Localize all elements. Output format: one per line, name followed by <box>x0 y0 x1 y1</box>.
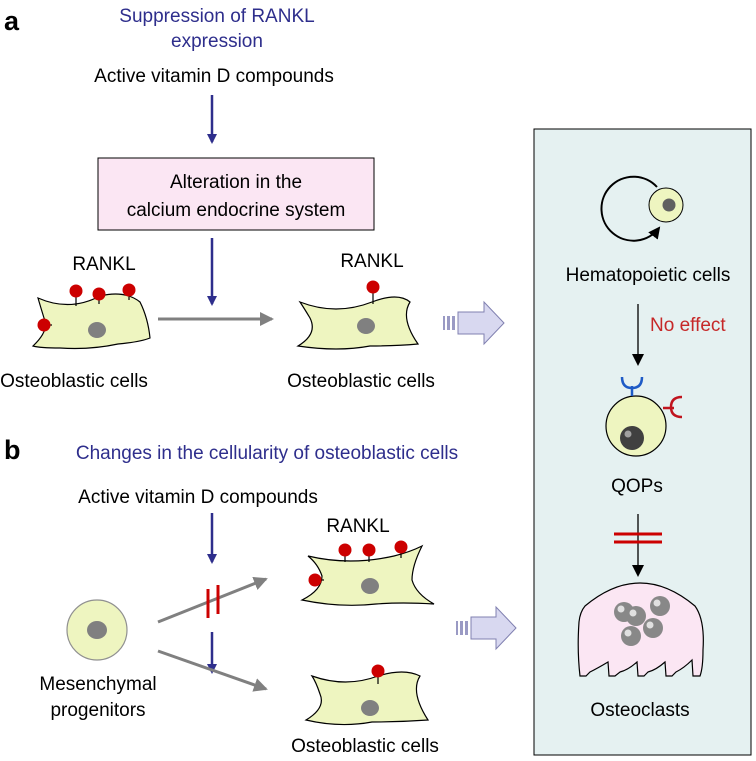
osteoclast-nucleus <box>650 596 670 616</box>
panel-b-letter: b <box>4 435 21 465</box>
panel-a-cells-right: Osteoblastic cells <box>287 371 435 392</box>
differentiation-arrow-up <box>157 576 268 624</box>
osteoblast-cell-low-rankl-b <box>304 664 430 726</box>
osteoblast-cell-high-rankl-b <box>300 540 435 606</box>
no-effect-label: No effect <box>650 315 726 336</box>
panel-b-block-arrow <box>456 605 517 651</box>
panel-a-block-arrow <box>443 300 505 346</box>
rankl-marker <box>122 283 136 300</box>
panel-a-heading-line1: Suppression of RANKL <box>119 6 314 27</box>
calcium-endocrine-box <box>97 157 375 231</box>
rankl-marker <box>366 280 380 304</box>
osteoclasts-label: Osteoclasts <box>590 700 689 721</box>
differentiation-arrow-down <box>157 649 268 692</box>
osteoclast-nucleus <box>621 626 641 646</box>
rankl-marker <box>37 318 52 332</box>
rankl-marker <box>69 284 83 306</box>
rankl-marker <box>394 540 408 558</box>
panel-a-letter: a <box>4 6 20 36</box>
self-renewal-arrow <box>600 175 661 242</box>
panel-b-compound-label: Active vitamin D compounds <box>78 487 318 508</box>
panel-a-rankl-left: RANKL <box>72 254 135 275</box>
qops-label: QOPs <box>611 476 663 497</box>
osteoblast-cell-high-rankl <box>31 283 151 350</box>
progenitor-label-line2: progenitors <box>50 700 145 721</box>
blocked-differentiation-mark <box>614 532 662 544</box>
progenitor-label-line1: Mesenchymal <box>39 674 156 695</box>
red-receptor <box>663 395 683 419</box>
qop-cell <box>605 376 683 457</box>
box-line2: calcium endocrine system <box>127 200 346 221</box>
box-line1: Alteration in the <box>170 172 302 193</box>
osteoblast-cell-low-rankl <box>296 280 420 350</box>
panel-a-cells-left: Osteoblastic cells <box>0 371 148 392</box>
hematopoietic-label: Hematopoietic cells <box>566 265 731 286</box>
rankl-marker <box>371 664 385 684</box>
hematopoietic-cell <box>600 175 684 242</box>
rankl-marker <box>338 543 352 562</box>
rankl-marker <box>362 543 376 562</box>
osteoclast-cell <box>577 582 704 677</box>
mesenchymal-progenitor-cell <box>66 599 128 661</box>
panel-b-cells: Osteoblastic cells <box>291 736 439 757</box>
rankl-marker <box>308 573 324 587</box>
panel-b-rankl: RANKL <box>326 516 389 537</box>
panel-b-heading: Changes in the cellularity of osteoblast… <box>76 443 458 464</box>
blue-receptor <box>620 376 644 396</box>
panel-a-rankl-right: RANKL <box>340 251 403 272</box>
osteoclast-nucleus <box>626 606 646 626</box>
panel-a-heading-line2: expression <box>171 31 263 52</box>
panel-a-compound-label: Active vitamin D compounds <box>94 66 334 87</box>
osteoclast-nucleus <box>643 618 663 638</box>
rankl-marker <box>92 287 106 304</box>
inhibition-mark <box>206 585 220 618</box>
